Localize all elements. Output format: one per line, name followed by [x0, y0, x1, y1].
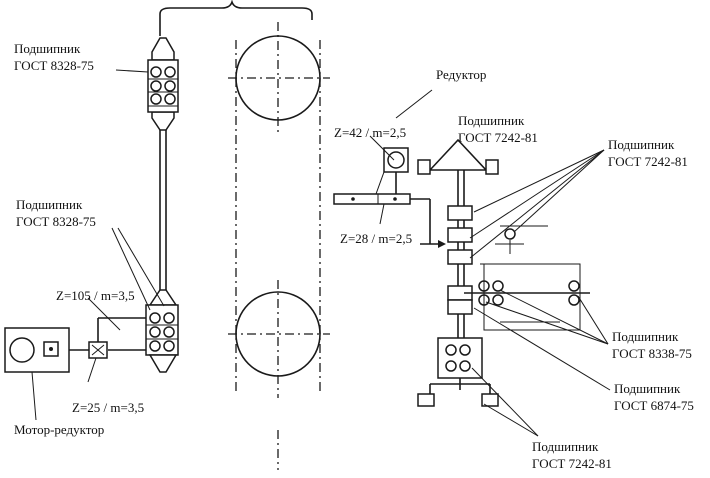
top-bearing-housing-bottom	[151, 111, 175, 131]
label-bearing-reducer-top: Подшипник ГОСТ 7242-81	[458, 112, 538, 146]
label-gear-z25: Z=25 / m=3,5	[72, 400, 145, 415]
top-bearing-housing	[151, 37, 175, 61]
label-bearing-top-left-line1: Подшипник	[14, 41, 81, 56]
label-bearing-6874-line1: Подшипник	[614, 381, 681, 396]
label-bearing-8338: Подшипник ГОСТ 8338-75	[612, 328, 692, 362]
reducer-assembly	[333, 89, 446, 248]
bottom-gear-box	[437, 337, 483, 379]
motor-circle	[9, 337, 35, 363]
label-bearing-8338-line1: Подшипник	[612, 329, 679, 344]
label-bearing-bottom-line1: Подшипник	[532, 439, 599, 454]
label-bearing-mid-left: Подшипник ГОСТ 8328-75	[16, 196, 96, 230]
label-motor-reducer: Мотор-редуктор	[14, 422, 105, 437]
label-bearing-6874-line2: ГОСТ 6874-75	[614, 398, 694, 413]
label-reducer: Редуктор	[436, 67, 487, 82]
label-bearing-mid-left-line1: Подшипник	[16, 197, 83, 212]
label-bearing-right-top: Подшипник ГОСТ 7242-81	[608, 136, 688, 170]
top-bracket	[159, 0, 313, 36]
label-bearing-right-top-line2: ГОСТ 7242-81	[608, 154, 688, 169]
left-drive-assembly	[4, 37, 179, 373]
label-gear-z42: Z=42 / m=2,5	[334, 125, 407, 140]
bottom-bearing-housing-bottom	[148, 354, 178, 373]
label-bearing-top-left: Подшипник ГОСТ 8328-75	[14, 40, 94, 74]
label-bearing-6874: Подшипник ГОСТ 6874-75	[614, 380, 694, 414]
label-bearing-reducer-top-line2: ГОСТ 7242-81	[458, 130, 538, 145]
label-bearing-top-left-line2: ГОСТ 8328-75	[14, 58, 94, 73]
label-bearing-bottom: Подшипник ГОСТ 7242-81	[532, 438, 612, 472]
label-bearing-reducer-top-line1: Подшипник	[458, 113, 525, 128]
belt-conveyor	[228, 22, 330, 470]
right-mechanism	[417, 138, 590, 407]
label-bearing-bottom-line2: ГОСТ 7242-81	[532, 456, 612, 471]
gear-pair-z42-z28	[333, 193, 411, 205]
label-bearing-right-top-line1: Подшипник	[608, 137, 675, 152]
label-bearing-8338-line2: ГОСТ 8338-75	[612, 346, 692, 361]
label-bearing-mid-left-line2: ГОСТ 8328-75	[16, 214, 96, 229]
leader-lines	[31, 69, 611, 437]
label-gear-z28: Z=28 / m=2,5	[340, 231, 413, 246]
bottom-bearing-housing-top	[148, 289, 178, 306]
label-gear-z105: Z=105 / m=3,5	[56, 288, 135, 303]
